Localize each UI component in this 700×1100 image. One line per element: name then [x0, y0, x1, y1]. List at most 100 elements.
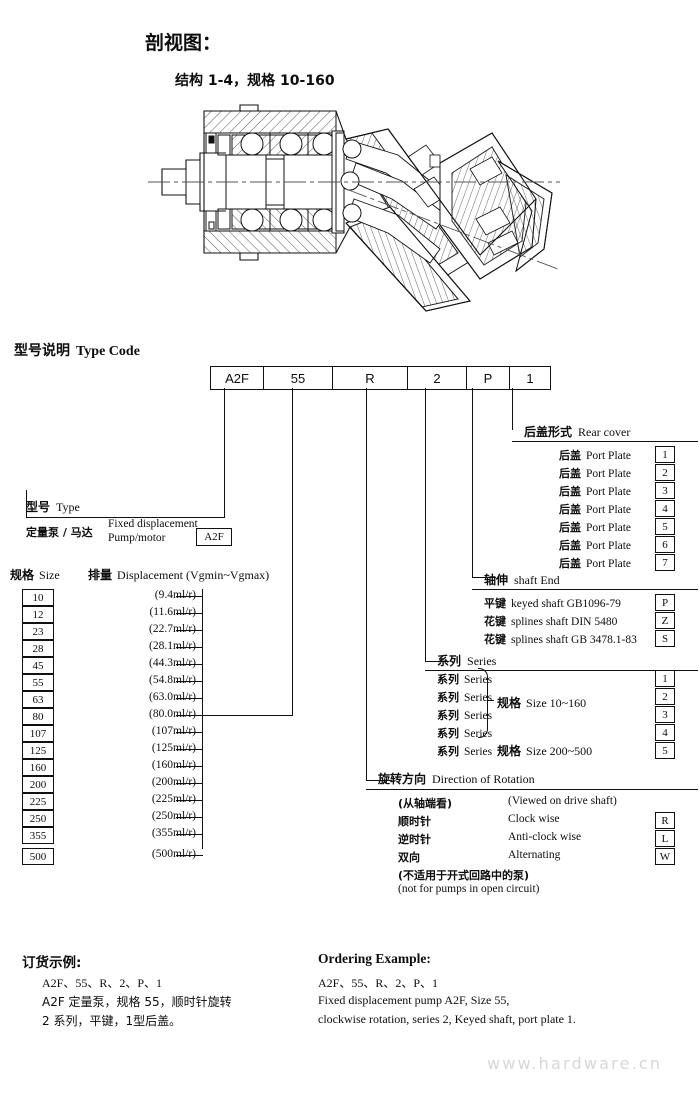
size-box[interactable]: 200 [22, 776, 54, 793]
displacement-value: (63.0ml/r) [149, 691, 196, 703]
ordering-cn-heading: 订货示例: [22, 955, 82, 971]
code-cell-shaft[interactable]: P [467, 367, 510, 389]
series-code-box[interactable]: 1 [655, 670, 675, 687]
series-group-brace-stem [487, 700, 494, 702]
size-box[interactable]: 28 [22, 640, 54, 657]
shaft-end-row: 花键 splines shaft GB 3478.1-83 [484, 631, 637, 647]
shaft-end-row-cn: 平键 [484, 597, 506, 610]
leader-line-type [224, 388, 226, 518]
size-box[interactable]: 45 [22, 657, 54, 674]
size-box[interactable]: 10 [22, 589, 54, 606]
displacement-tick [176, 715, 203, 717]
size-box[interactable]: 55 [22, 674, 54, 691]
series-row-cn: 系列 [437, 673, 459, 686]
rotation-row-en-text: Anti-clock wise [508, 831, 582, 843]
code-cell-size[interactable]: 55 [264, 367, 333, 389]
rotation-note-top-en-wrap: (Viewed on drive shaft) [508, 795, 617, 807]
series-group-brace [478, 668, 488, 738]
shaft-end-code-box[interactable]: S [655, 630, 675, 647]
size-box[interactable]: 107 [22, 725, 54, 742]
displacement-tick [176, 698, 203, 700]
leader-elbow-size [202, 715, 293, 717]
displacement-column-header-cn: 排量 [88, 568, 113, 582]
rear-cover-row-en: Port Plate [586, 504, 632, 516]
series-code-box[interactable]: 2 [655, 688, 675, 705]
displacement-value: (160ml/r) [151, 759, 196, 771]
shaft-end-code-box[interactable]: P [655, 594, 675, 611]
rotation-code-box[interactable]: W [655, 848, 675, 865]
page-title: 剖视图： [145, 32, 222, 54]
size-box[interactable]: 125 [22, 742, 54, 759]
rear-cover-code-box[interactable]: 4 [655, 500, 675, 517]
displacement-tick [176, 766, 203, 768]
rotation-row-en-text: Alternating [508, 849, 561, 861]
displacement-tick [176, 834, 203, 836]
rotation-row-cn-text: 双向 [398, 851, 420, 864]
displacement-tick [176, 817, 203, 819]
size-box[interactable]: 500 [22, 848, 54, 865]
displacement-value: (225ml/r) [151, 793, 196, 805]
shaft-end-row-en: keyed shaft GB1096-79 [511, 598, 621, 610]
displacement-column-header-en: Displacement (Vgmin~Vgmax) [117, 568, 270, 582]
code-cell-rear-cover[interactable]: 1 [526, 370, 534, 386]
size-box[interactable]: 63 [22, 691, 54, 708]
shaft-end-header-en: shaft End [514, 573, 560, 587]
size-box[interactable]: 23 [22, 623, 54, 640]
rotation-code-box[interactable]: R [655, 812, 675, 829]
type-section-row-en-2: Pump/motor [108, 532, 166, 544]
rotation-row-cn-text: 顺时针 [398, 815, 431, 828]
rear-cover-code-box[interactable]: 2 [655, 464, 675, 481]
rotation-code-box[interactable]: L [655, 830, 675, 847]
series-row-cn: 系列 [437, 709, 459, 722]
rotation-header-en: Direction of Rotation [432, 772, 535, 786]
displacement-tick [176, 749, 203, 751]
size-box[interactable]: 250 [22, 810, 54, 827]
shaft-end-header-cn: 轴伸 [484, 573, 509, 587]
shaft-end-code-box[interactable]: Z [655, 612, 675, 629]
displacement-value: (44.3ml/r) [149, 657, 196, 669]
size-box[interactable]: 160 [22, 759, 54, 776]
shaft-end-row-cn: 花键 [484, 633, 506, 646]
rear-cover-code-box[interactable]: 5 [655, 518, 675, 535]
page-subtitle: 结构 1-4，规格 10-160 [175, 73, 335, 89]
rotation-underline [366, 789, 698, 791]
series-code-box[interactable]: 5 [655, 742, 675, 759]
size-box[interactable]: 12 [22, 606, 54, 623]
code-cell-rotation[interactable]: R [333, 367, 408, 389]
ordering-en-heading: Ordering Example: [318, 951, 431, 966]
rear-cover-code-box[interactable]: 1 [655, 446, 675, 463]
size-box[interactable]: 225 [22, 793, 54, 810]
displacement-value: (500ml/r) [151, 848, 196, 860]
series-code-box[interactable]: 3 [655, 706, 675, 723]
rear-cover-code-box[interactable]: 3 [655, 482, 675, 499]
shaft-end-row-en: splines shaft GB 3478.1-83 [511, 634, 637, 646]
rear-cover-code-box[interactable]: 7 [655, 554, 675, 571]
site-watermark: www.hardware.cn [487, 1054, 663, 1073]
rear-cover-header-en: Rear cover [578, 425, 631, 439]
displacement-value: (250ml/r) [151, 810, 196, 822]
rotation-row-cn: 逆时针 [398, 831, 431, 847]
type-section-code-box[interactable]: A2F [196, 528, 232, 546]
type-section-row-en-line1: Fixed displacement [108, 518, 198, 530]
rear-cover-row-en: Port Plate [586, 558, 632, 570]
type-section-header-en: Type [56, 500, 80, 514]
size-box[interactable]: 80 [22, 708, 54, 725]
displacement-value: (80.0ml/r) [149, 708, 196, 720]
code-cell-type[interactable]: A2F [211, 367, 264, 389]
ordering-cn-line2: A2F 定量泵，规格 55，顺时针旋转 [42, 995, 232, 1009]
code-cell-series[interactable]: 2 [408, 367, 467, 389]
rear-cover-code-box[interactable]: 6 [655, 536, 675, 553]
series-row-en: Series [464, 692, 493, 704]
leader-line-shaft [472, 388, 474, 578]
leader-elbow-rotation [366, 780, 392, 782]
displacement-value: (9.4ml/r) [154, 589, 196, 601]
size-box[interactable]: 355 [22, 827, 54, 844]
series-code-box[interactable]: 4 [655, 724, 675, 741]
